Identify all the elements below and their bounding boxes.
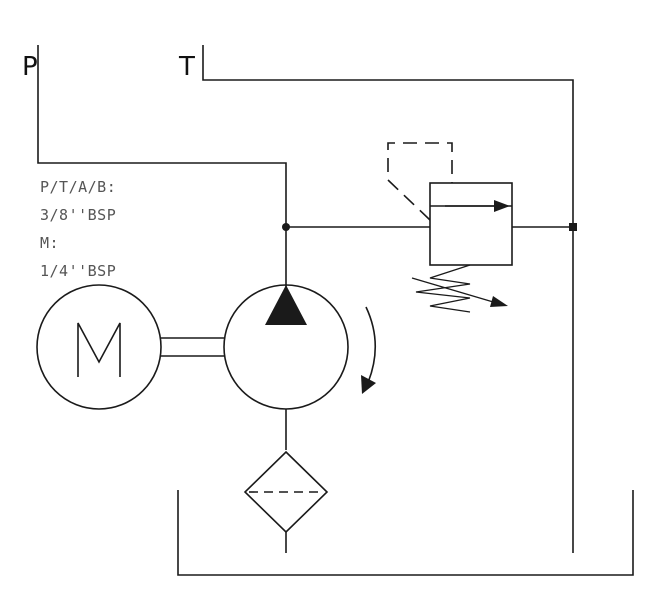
hydraulic-pump <box>223 284 377 410</box>
port-p-label: P <box>22 52 38 82</box>
spec-line-ports: P/T/A/B: <box>40 178 116 196</box>
pump-direction-triangle <box>265 285 307 325</box>
motor-m-symbol <box>77 322 121 377</box>
spec-line-motor-size: 1/4''BSP <box>40 262 116 280</box>
electric-motor <box>36 284 162 410</box>
relief-valve-spring <box>415 264 471 313</box>
suction-filter <box>243 450 329 534</box>
tank-junction-dot <box>569 223 577 231</box>
relief-valve-pilot-line <box>387 142 453 221</box>
pressure-junction-dot <box>282 223 290 231</box>
tank-return-line <box>202 45 574 553</box>
relief-valve <box>387 142 513 313</box>
pressure-line <box>37 45 287 290</box>
spec-line-motor: M: <box>40 234 59 252</box>
relief-valve-body <box>429 182 513 266</box>
relief-valve-flow-arrowhead <box>494 200 510 212</box>
reservoir-tank <box>177 490 634 576</box>
pump-rotation-arc <box>365 306 377 386</box>
relief-valve-adjust-arrowhead <box>490 296 508 307</box>
port-spec-notes: P/T/A/B: 3/8''BSP M: 1/4''BSP <box>40 178 116 280</box>
port-t-label: T <box>178 52 195 82</box>
spec-line-ports-size: 3/8''BSP <box>40 206 116 224</box>
pump-rotation-arrowhead <box>361 375 376 394</box>
shaft-coupling <box>161 337 224 357</box>
relief-valve-adjust-line <box>411 277 501 305</box>
motor-circle <box>36 284 162 410</box>
